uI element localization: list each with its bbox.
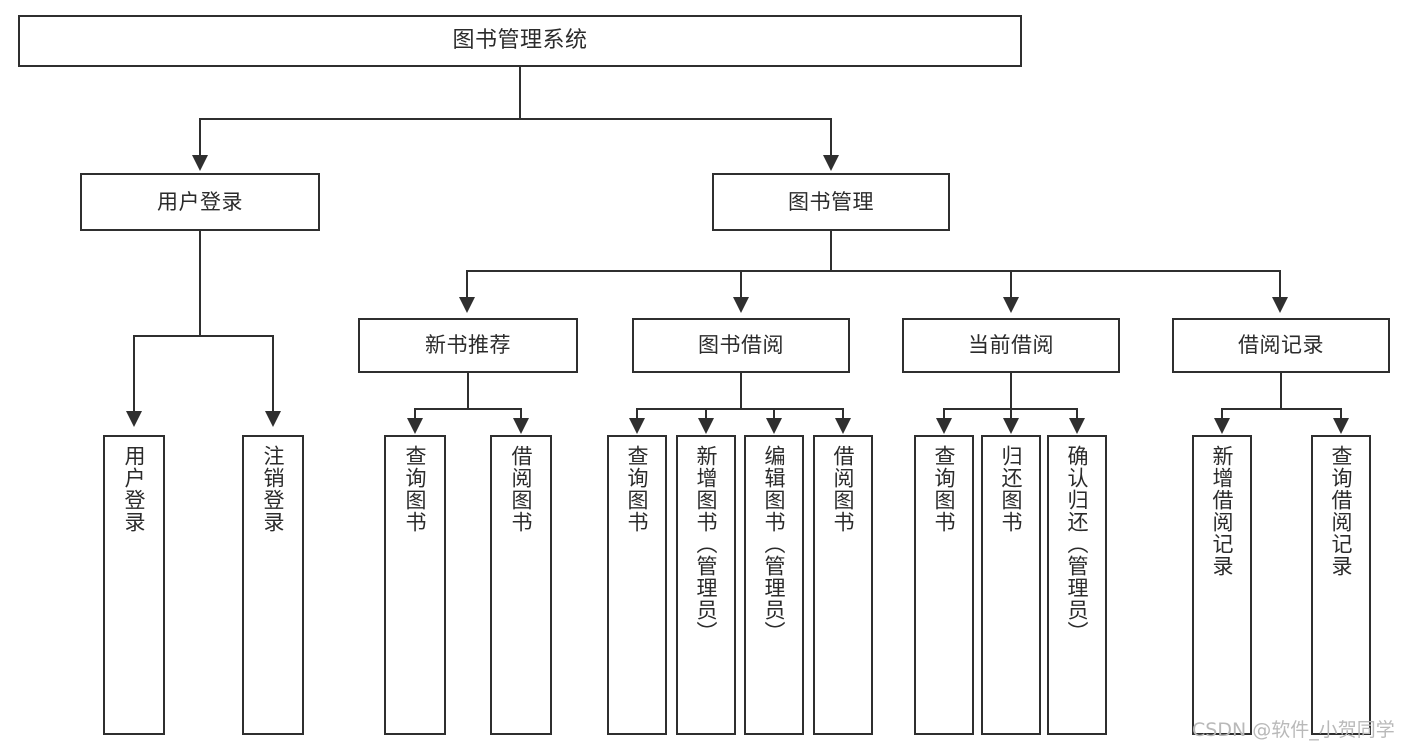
node-label: 图书借阅 xyxy=(698,333,784,358)
connector-drop-br-leaf-2 xyxy=(1340,408,1342,420)
arrowhead-book-borrow xyxy=(733,297,749,313)
connector-drop-new-book xyxy=(466,270,468,298)
node-label: 归还图书 xyxy=(999,445,1024,533)
arrowhead-bb-leaf-3 xyxy=(766,418,782,434)
leaf-book-borrow-borrow[interactable]: 借阅图书 xyxy=(813,435,873,735)
node-label: 新书推荐 xyxy=(425,333,511,358)
leaf-current-borrow-return[interactable]: 归还图书 xyxy=(981,435,1041,735)
node-label: 编辑图书（管理员） xyxy=(762,445,787,643)
connector-drop-borrow-record xyxy=(1279,270,1281,298)
arrowhead-current-borrow xyxy=(1003,297,1019,313)
node-new-book-recommend[interactable]: 新书推荐 xyxy=(358,318,578,373)
connector-drop-bb-leaf-1 xyxy=(636,408,638,420)
connector-br-stem xyxy=(1280,373,1282,409)
node-label: 借阅记录 xyxy=(1238,333,1324,358)
arrowhead-ul-leaf-2 xyxy=(265,411,281,427)
node-book-manage[interactable]: 图书管理 xyxy=(712,173,950,231)
connector-user-login-stem xyxy=(199,231,201,335)
connector-br-bus xyxy=(1221,408,1341,410)
connector-user-login-bus xyxy=(133,335,273,337)
leaf-borrow-record-add[interactable]: 新增借阅记录 xyxy=(1192,435,1252,735)
connector-cb-stem xyxy=(1010,373,1012,409)
connector-drop-bb-leaf-4 xyxy=(842,408,844,420)
node-label: 注销登录 xyxy=(261,445,286,533)
arrowhead-user-login xyxy=(192,155,208,171)
arrowhead-nbr-leaf-1 xyxy=(407,418,423,434)
connector-level2-bus xyxy=(199,118,831,120)
node-book-borrow[interactable]: 图书借阅 xyxy=(632,318,850,373)
connector-bb-stem xyxy=(740,373,742,409)
arrowhead-cb-leaf-3 xyxy=(1069,418,1085,434)
connector-root-stem xyxy=(519,67,521,118)
leaf-new-book-borrow[interactable]: 借阅图书 xyxy=(490,435,552,735)
connector-drop-cb-leaf-1 xyxy=(943,408,945,420)
connector-level3-bus xyxy=(466,270,1280,272)
node-borrow-record[interactable]: 借阅记录 xyxy=(1172,318,1390,373)
node-label: 查询借阅记录 xyxy=(1329,445,1354,577)
leaf-book-borrow-query[interactable]: 查询图书 xyxy=(607,435,667,735)
leaf-current-borrow-confirm[interactable]: 确认归还（管理员） xyxy=(1047,435,1107,735)
node-label: 借阅图书 xyxy=(509,445,534,533)
connector-drop-nbr-leaf-1 xyxy=(414,408,416,420)
node-label: 确认归还（管理员） xyxy=(1065,445,1090,643)
connector-drop-book-borrow xyxy=(740,270,742,298)
node-label: 用户登录 xyxy=(122,445,147,533)
arrowhead-cb-leaf-2 xyxy=(1003,418,1019,434)
node-label: 当前借阅 xyxy=(968,333,1054,358)
node-label: 查询图书 xyxy=(403,445,428,533)
leaf-new-book-query[interactable]: 查询图书 xyxy=(384,435,446,735)
arrowhead-book-manage xyxy=(823,155,839,171)
leaf-user-login-login[interactable]: 用户登录 xyxy=(103,435,165,735)
connector-drop-current-borrow xyxy=(1010,270,1012,298)
node-label: 用户登录 xyxy=(157,189,243,214)
leaf-user-login-logout[interactable]: 注销登录 xyxy=(242,435,304,735)
arrowhead-br-leaf-1 xyxy=(1214,418,1230,434)
connector-bb-bus xyxy=(636,408,843,410)
arrowhead-borrow-record xyxy=(1272,297,1288,313)
arrowhead-new-book xyxy=(459,297,475,313)
arrowhead-bb-leaf-2 xyxy=(698,418,714,434)
connector-drop-cb-leaf-3 xyxy=(1076,408,1078,420)
arrowhead-bb-leaf-1 xyxy=(629,418,645,434)
arrowhead-ul-leaf-1 xyxy=(126,411,142,427)
node-current-borrow[interactable]: 当前借阅 xyxy=(902,318,1120,373)
connector-drop-bb-leaf-3 xyxy=(773,408,775,420)
node-label: 借阅图书 xyxy=(831,445,856,533)
node-label: 图书管理 xyxy=(788,189,874,214)
node-root-system[interactable]: 图书管理系统 xyxy=(18,15,1022,67)
arrowhead-nbr-leaf-2 xyxy=(513,418,529,434)
node-label: 图书管理系统 xyxy=(452,28,588,54)
connector-drop-cb-leaf-2 xyxy=(1010,408,1012,420)
arrowhead-cb-leaf-1 xyxy=(936,418,952,434)
connector-nbr-bus xyxy=(414,408,521,410)
node-label: 查询图书 xyxy=(625,445,650,533)
leaf-current-borrow-query[interactable]: 查询图书 xyxy=(914,435,974,735)
connector-drop-ul-leaf-1 xyxy=(133,335,135,412)
connector-drop-book-manage xyxy=(830,118,832,156)
connector-drop-user-login xyxy=(199,118,201,156)
connector-drop-nbr-leaf-2 xyxy=(520,408,522,420)
csdn-watermark: CSDN @软件_小贺同学 xyxy=(1192,719,1395,741)
connector-book-manage-stem xyxy=(830,231,832,271)
connector-nbr-stem xyxy=(467,373,469,409)
node-user-login[interactable]: 用户登录 xyxy=(80,173,320,231)
arrowhead-bb-leaf-4 xyxy=(835,418,851,434)
node-label: 查询图书 xyxy=(932,445,957,533)
node-label: 新增图书（管理员） xyxy=(694,445,719,643)
leaf-book-borrow-add[interactable]: 新增图书（管理员） xyxy=(676,435,736,735)
leaf-book-borrow-edit[interactable]: 编辑图书（管理员） xyxy=(744,435,804,735)
arrowhead-br-leaf-2 xyxy=(1333,418,1349,434)
connector-drop-br-leaf-1 xyxy=(1221,408,1223,420)
leaf-borrow-record-query[interactable]: 查询借阅记录 xyxy=(1311,435,1371,735)
node-label: 新增借阅记录 xyxy=(1210,445,1235,577)
connector-drop-bb-leaf-2 xyxy=(705,408,707,420)
connector-drop-ul-leaf-2 xyxy=(272,335,274,412)
